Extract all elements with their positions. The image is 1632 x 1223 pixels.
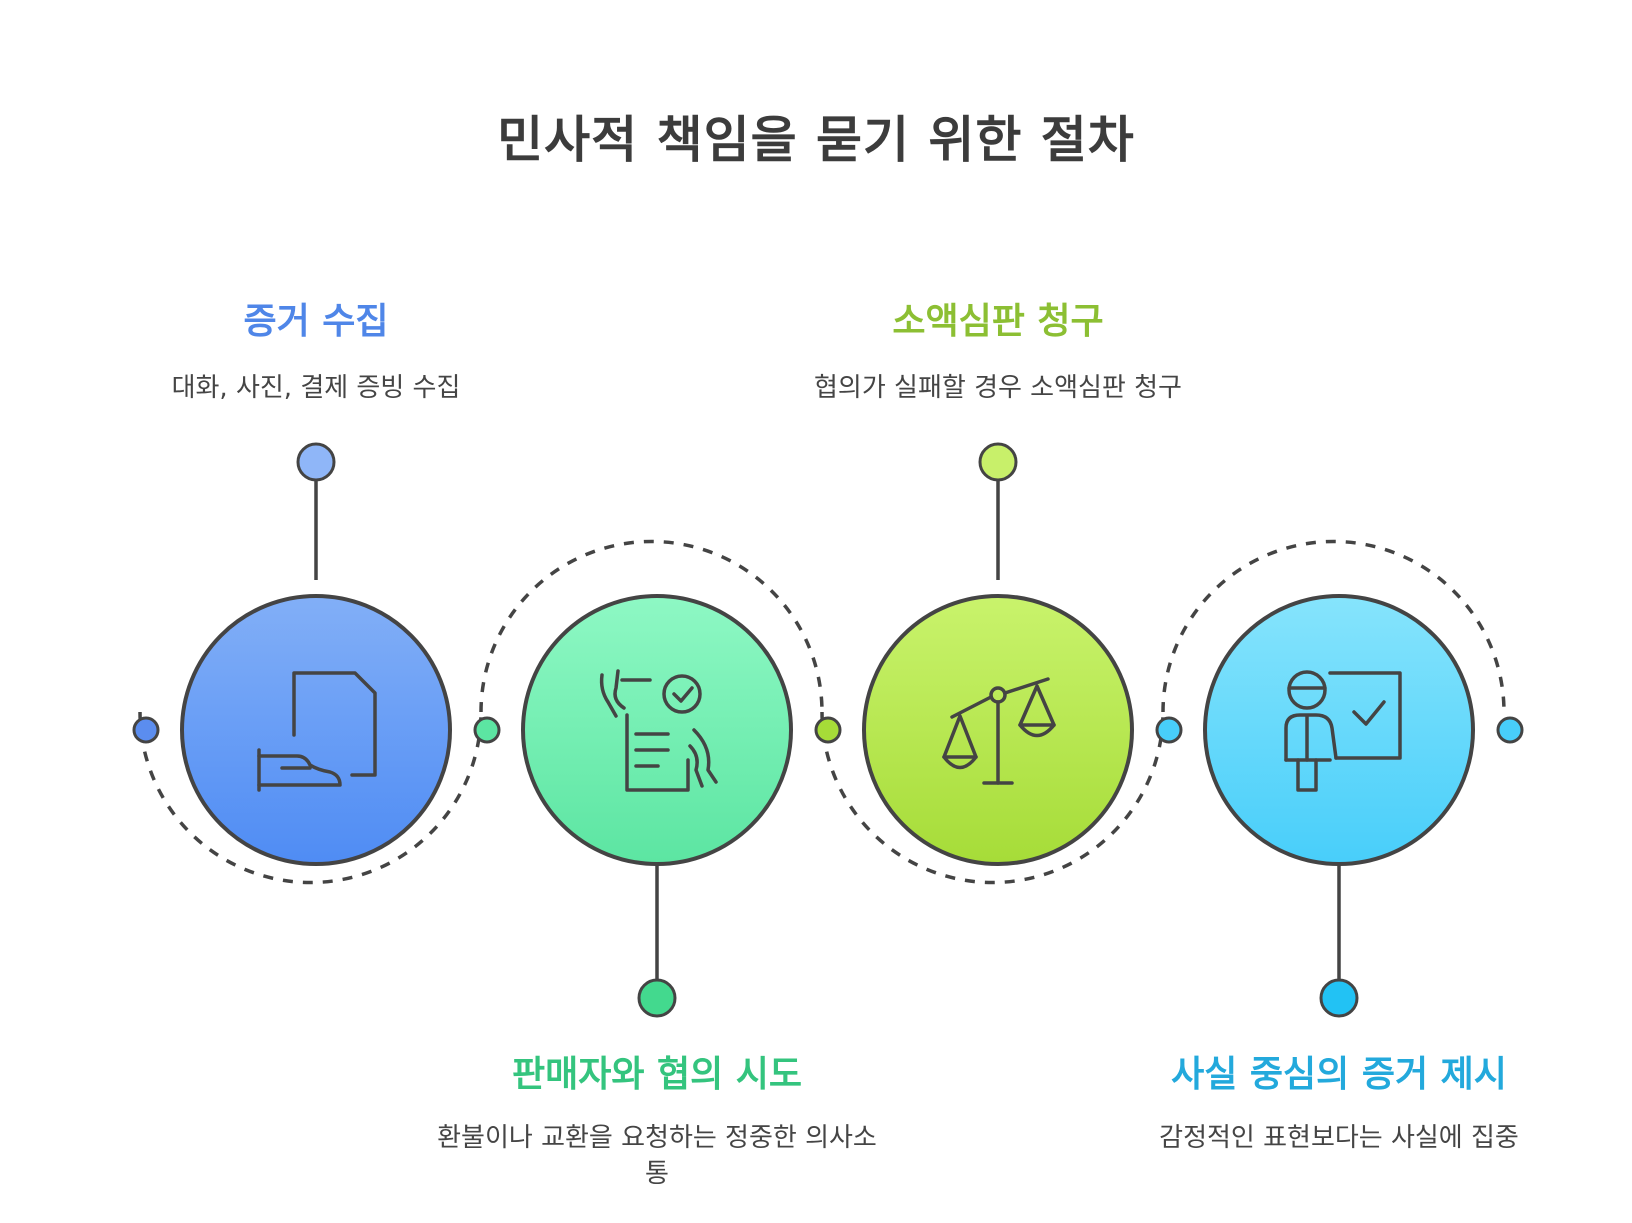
step-circles xyxy=(180,594,1475,866)
dashed-connectors xyxy=(138,539,1506,885)
step-circle-2 xyxy=(521,594,793,866)
leader-dot-3 xyxy=(978,442,1018,482)
document-hand-icon xyxy=(257,671,377,792)
leader-dot-4 xyxy=(1319,978,1359,1018)
leader-dot-1 xyxy=(296,442,336,482)
step-3-description: 협의가 실패할 경우 소액심판 청구 xyxy=(814,373,1182,403)
step-2-title: 판매자와 협의 시도 xyxy=(511,1054,803,1095)
diagram-title: 민사적 책임을 묻기 위한 절차 xyxy=(497,111,1135,169)
leader-lines xyxy=(314,478,1341,982)
connector-dots xyxy=(132,716,1524,744)
arc-1 xyxy=(138,711,483,885)
presenter-board-icon xyxy=(1284,670,1402,792)
step-1-description: 대화, 사진, 결제 증빙 수집 xyxy=(171,373,461,403)
dot-3-4 xyxy=(1155,716,1183,744)
step-1-title: 증거 수집 xyxy=(243,301,389,342)
arc-3 xyxy=(820,711,1165,885)
scales-icon xyxy=(942,677,1056,785)
arc-4 xyxy=(1161,539,1506,713)
step-4-title: 사실 중심의 증거 제시 xyxy=(1171,1054,1507,1095)
step-circle-4 xyxy=(1203,594,1475,866)
leader-dots xyxy=(296,442,1359,1018)
arc-2 xyxy=(479,539,824,713)
dot-right xyxy=(1496,716,1524,744)
dot-1-2 xyxy=(473,716,501,744)
step-circle-1 xyxy=(180,594,452,866)
checklist-hand-icon xyxy=(599,669,718,792)
step-4-description: 감정적인 표현보다는 사실에 집중 xyxy=(1159,1123,1519,1153)
leader-dot-2 xyxy=(637,978,677,1018)
step-3-title: 소액심판 청구 xyxy=(892,301,1104,342)
dot-left xyxy=(132,716,160,744)
dot-2-3 xyxy=(814,716,842,744)
step-2-description: 환불이나 교환을 요청하는 정중한 의사소통 xyxy=(437,1123,877,1189)
